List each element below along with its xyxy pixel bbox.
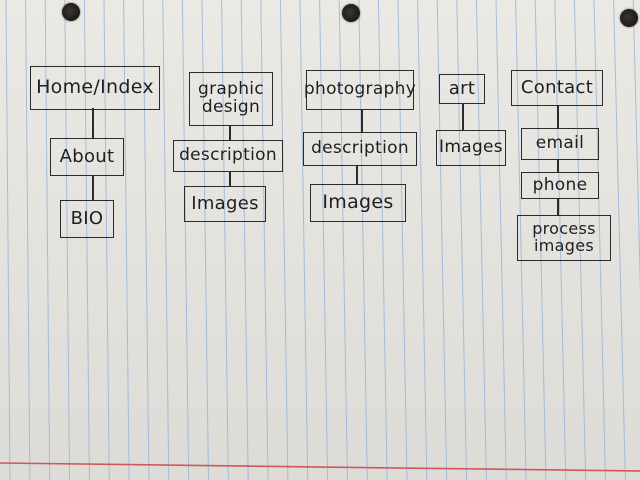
node-email: email (521, 128, 599, 160)
rule-line (279, 0, 289, 480)
margin-line (0, 462, 640, 472)
node-art-images: Images (436, 130, 506, 166)
rule-line (260, 0, 269, 480)
rule-line (436, 0, 448, 480)
connector-contact-email (557, 106, 559, 128)
rule-line (475, 0, 487, 480)
rule-line (534, 0, 547, 480)
node-process-images: process images (517, 215, 611, 261)
node-photography-images: Images (310, 184, 406, 222)
node-bio: BIO (60, 200, 114, 238)
rule-line (338, 0, 348, 480)
node-photography: photography (304, 70, 416, 110)
rule-line (123, 0, 130, 480)
rule-line (64, 0, 71, 480)
connector-photography-description (361, 110, 363, 132)
connector-graphic-images (229, 172, 231, 186)
connector-graphic-description (229, 126, 231, 140)
rule-line (240, 0, 249, 480)
rule-line (554, 0, 567, 480)
rule-line (613, 0, 626, 480)
rule-line (162, 0, 170, 480)
node-about: About (50, 138, 124, 176)
node-graphic-description: description (173, 140, 283, 172)
connector-phone-process (557, 199, 559, 215)
rule-line (397, 0, 408, 480)
node-graphic-images: Images (184, 186, 266, 222)
rule-line (299, 0, 309, 480)
rule-line (44, 0, 51, 480)
rule-line (632, 0, 640, 293)
connector-photography-images (356, 166, 358, 184)
node-phone: phone (521, 172, 599, 199)
rule-line (515, 0, 527, 480)
binder-hole-right (620, 9, 638, 27)
connector-home-about (92, 108, 94, 138)
binder-hole-center (342, 4, 360, 22)
connector-art-images (462, 104, 464, 130)
rule-line (417, 0, 428, 480)
rule-line (456, 0, 468, 480)
rule-line (83, 0, 90, 480)
rule-line (495, 0, 507, 480)
rule-line (377, 0, 388, 480)
rule-line (221, 0, 229, 480)
rule-line (25, 0, 31, 480)
rule-line (142, 0, 150, 480)
connector-about-bio (92, 176, 94, 200)
rule-line (358, 0, 368, 480)
connector-email-phone (557, 160, 559, 172)
rule-line (573, 0, 587, 480)
node-graphic-design: graphic design (189, 72, 273, 126)
rule-line (593, 0, 606, 480)
node-home-index: Home/Index (30, 66, 160, 110)
node-art: art (439, 74, 485, 104)
node-contact: Contact (511, 70, 603, 106)
node-photography-description: description (303, 132, 417, 166)
rule-line (319, 0, 329, 480)
rule-line (5, 0, 11, 480)
binder-hole-left (62, 3, 80, 21)
rule-line (103, 0, 110, 480)
rule-line (201, 0, 209, 480)
rule-line (181, 0, 190, 480)
